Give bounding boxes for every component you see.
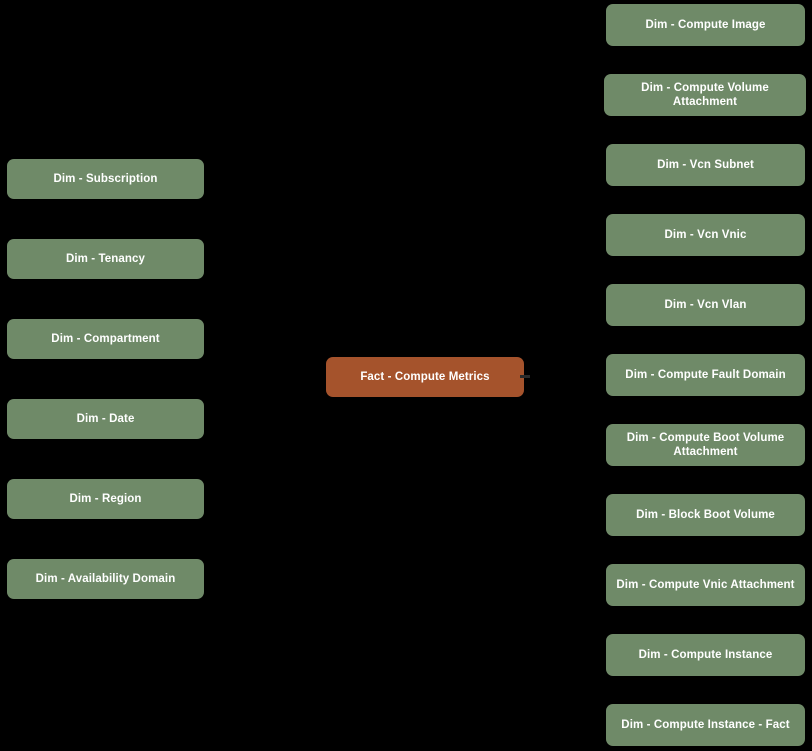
dimension-node-dim-compartment[interactable]: Dim - Compartment xyxy=(7,319,204,359)
dimension-node-dim-compute-vnic-attachment[interactable]: Dim - Compute Vnic Attachment xyxy=(606,564,805,606)
node-label: Dim - Vcn Vlan xyxy=(664,299,747,311)
dimension-node-dim-availability-domain[interactable]: Dim - Availability Domain xyxy=(7,559,204,599)
dimension-node-dim-subscription[interactable]: Dim - Subscription xyxy=(7,159,204,199)
dimension-node-dim-vcn-vnic[interactable]: Dim - Vcn Vnic xyxy=(606,214,805,256)
dimension-node-dim-compute-image[interactable]: Dim - Compute Image xyxy=(606,4,805,46)
node-label: Dim - Vcn Vnic xyxy=(664,229,747,241)
fact-node-fact-compute-metrics[interactable]: Fact - Compute Metrics xyxy=(326,357,524,397)
dimension-node-dim-date[interactable]: Dim - Date xyxy=(7,399,204,439)
node-label: Dim - Compute Instance - Fact xyxy=(621,719,790,731)
dimension-node-dim-compute-fault-domain[interactable]: Dim - Compute Fault Domain xyxy=(606,354,805,396)
node-label: Dim - Compute Fault Domain xyxy=(625,369,786,381)
node-label: Dim - Compute Boot Volume Attachment xyxy=(626,432,785,458)
dimension-node-dim-region[interactable]: Dim - Region xyxy=(7,479,204,519)
node-label: Dim - Compute Instance xyxy=(638,649,773,661)
node-label: Dim - Compute Image xyxy=(645,19,766,31)
dimension-node-dim-compute-volume-attachment[interactable]: Dim - Compute Volume Attachment xyxy=(604,74,806,116)
node-label: Fact - Compute Metrics xyxy=(360,371,490,383)
node-label: Dim - Availability Domain xyxy=(35,573,176,585)
node-label: Dim - Tenancy xyxy=(65,253,146,265)
dimension-node-dim-block-boot-volume[interactable]: Dim - Block Boot Volume xyxy=(606,494,805,536)
fact-right-stub xyxy=(520,375,530,378)
node-label: Dim - Date xyxy=(76,413,135,425)
dimension-node-dim-tenancy[interactable]: Dim - Tenancy xyxy=(7,239,204,279)
dimension-node-dim-compute-instance[interactable]: Dim - Compute Instance xyxy=(606,634,805,676)
dimension-node-dim-vcn-vlan[interactable]: Dim - Vcn Vlan xyxy=(606,284,805,326)
dimension-node-dim-compute-boot-volume-attachment[interactable]: Dim - Compute Boot Volume Attachment xyxy=(606,424,805,466)
node-label: Dim - Compute Volume Attachment xyxy=(641,82,769,108)
node-label: Dim - Subscription xyxy=(53,173,158,185)
dimension-node-dim-compute-instance-fact[interactable]: Dim - Compute Instance - Fact xyxy=(606,704,805,746)
node-label: Dim - Compartment xyxy=(51,333,160,345)
node-label: Dim - Region xyxy=(69,493,142,505)
node-label: Dim - Compute Vnic Attachment xyxy=(616,579,795,591)
node-label: Dim - Block Boot Volume xyxy=(636,509,775,521)
dimension-node-dim-vcn-subnet[interactable]: Dim - Vcn Subnet xyxy=(606,144,805,186)
node-label: Dim - Vcn Subnet xyxy=(657,159,754,171)
